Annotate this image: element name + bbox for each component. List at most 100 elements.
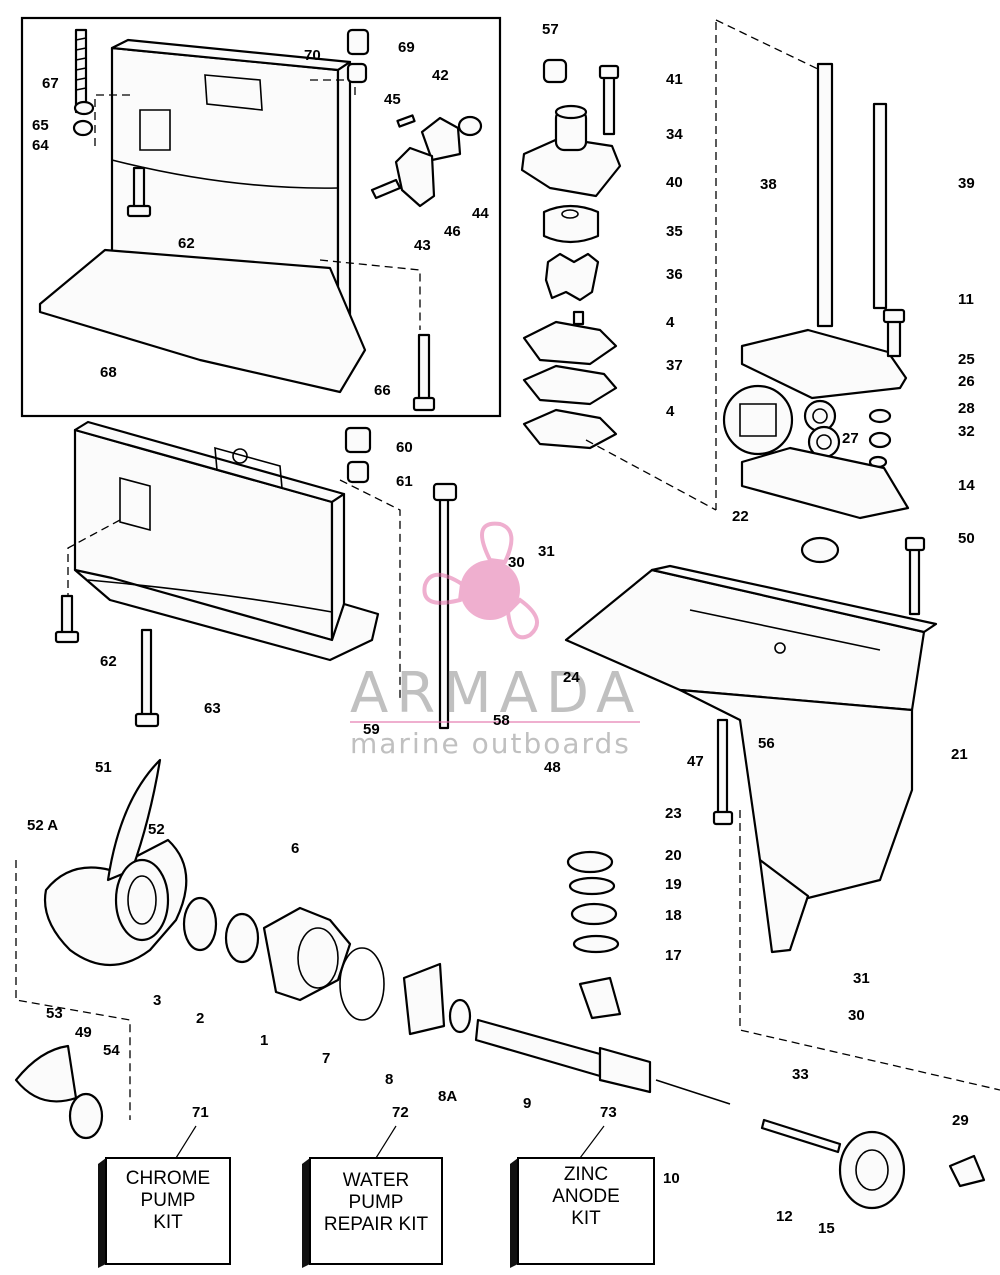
- callout-12: 12: [776, 1208, 793, 1225]
- callout-24: 24: [563, 669, 580, 686]
- watermark-logo: [460, 560, 520, 620]
- callout-3: 3: [153, 992, 161, 1009]
- callout-62: 62: [100, 653, 117, 670]
- callout-17: 17: [665, 947, 682, 964]
- callout-40: 40: [666, 174, 683, 191]
- water-pump-stack: [520, 19, 821, 511]
- inset-frame: [20, 16, 502, 418]
- callout-6: 6: [291, 840, 299, 857]
- callout-25: 25: [958, 351, 975, 368]
- callout-4: 4: [666, 403, 675, 420]
- callout-64: 64: [32, 137, 49, 154]
- callout-39: 39: [958, 175, 975, 192]
- callout-8a: 8A: [438, 1088, 457, 1105]
- callout-1: 1: [260, 1032, 268, 1049]
- callout-63: 63: [204, 700, 221, 717]
- callout-36: 36: [666, 266, 683, 283]
- callout-68: 68: [100, 364, 117, 381]
- callout-22: 22: [732, 508, 749, 525]
- callout-21: 21: [951, 746, 968, 763]
- callout-45: 45: [384, 91, 401, 108]
- callout-62: 62: [178, 235, 195, 252]
- callout-18: 18: [665, 907, 682, 924]
- kit-zinc-line2: ANODE: [552, 1186, 620, 1207]
- prop-gear-train: [14, 758, 986, 1210]
- kit-zinc-anode: ZINC ANODE KIT: [510, 1125, 655, 1268]
- callout-50: 50: [958, 530, 975, 547]
- callout-52: 52: [148, 821, 165, 838]
- watermark: ARMADA marine outboards: [350, 521, 642, 760]
- callout-71: 71: [192, 1104, 209, 1121]
- kit-chrome-line1: CHROME: [126, 1168, 210, 1189]
- callout-26: 26: [958, 373, 975, 390]
- kit-water-pump-repair: WATER PUMP REPAIR KIT: [302, 1125, 443, 1268]
- kit-water-line2: PUMP: [349, 1192, 404, 1213]
- callout-38: 38: [760, 176, 777, 193]
- callout-65: 65: [32, 117, 49, 134]
- callout-72: 72: [392, 1104, 409, 1121]
- callout-69: 69: [398, 39, 415, 56]
- callout-14: 14: [958, 477, 975, 494]
- callout-31: 31: [853, 970, 870, 987]
- callout-37: 37: [666, 357, 683, 374]
- callout-8: 8: [385, 1071, 393, 1088]
- callout-70: 70: [304, 47, 321, 64]
- callout-30: 30: [508, 554, 525, 571]
- kit-zinc-line1: ZINC: [564, 1164, 608, 1185]
- callout-54: 54: [103, 1042, 120, 1059]
- callout-4: 4: [666, 314, 675, 331]
- callout-33: 33: [792, 1066, 809, 1083]
- callout-44: 44: [472, 205, 489, 222]
- callout-66: 66: [374, 382, 391, 399]
- callout-28: 28: [958, 400, 975, 417]
- callout-56: 56: [758, 735, 775, 752]
- callout-7: 7: [322, 1050, 330, 1067]
- watermark-tagline: marine outboards: [350, 727, 631, 760]
- callout-67: 67: [42, 75, 59, 92]
- callout-49: 49: [75, 1024, 92, 1041]
- callout-30: 30: [848, 1007, 865, 1024]
- callout-15: 15: [818, 1220, 835, 1237]
- callout-41: 41: [666, 71, 683, 88]
- exhaust-housing-short: [67, 420, 401, 700]
- exhaust-housing-long: [38, 38, 421, 394]
- callout-58: 58: [493, 712, 510, 729]
- callout-35: 35: [666, 223, 683, 240]
- kit-chrome-pump: CHROME PUMP KIT: [98, 1125, 231, 1268]
- callout-34: 34: [666, 126, 683, 143]
- callout-42: 42: [432, 67, 449, 84]
- callout-57: 57: [542, 21, 559, 38]
- callout-52a: 52 A: [27, 817, 58, 834]
- callout-10: 10: [663, 1170, 680, 1187]
- callout-47: 47: [687, 753, 704, 770]
- callout-59: 59: [363, 721, 380, 738]
- callout-46: 46: [444, 223, 461, 240]
- callout-48: 48: [544, 759, 561, 776]
- callout-23: 23: [665, 805, 682, 822]
- kit-chrome-line2: PUMP: [141, 1190, 196, 1211]
- kit-water-line1: WATER: [343, 1170, 410, 1191]
- watermark-blades: [422, 521, 540, 640]
- callout-32: 32: [958, 423, 975, 440]
- callout-27: 27: [842, 430, 859, 447]
- callout-19: 19: [665, 876, 682, 893]
- callout-20: 20: [665, 847, 682, 864]
- kit-chrome-line3: KIT: [153, 1212, 183, 1233]
- kit-zinc-line3: KIT: [571, 1208, 601, 1229]
- callout-53: 53: [46, 1005, 63, 1022]
- callout-43: 43: [414, 237, 431, 254]
- watermark-brand: ARMADA: [350, 661, 642, 726]
- callout-9: 9: [523, 1095, 531, 1112]
- callout-11: 11: [958, 291, 974, 308]
- callout-31: 31: [538, 543, 555, 560]
- callout-29: 29: [952, 1112, 969, 1129]
- callout-73: 73: [600, 1104, 617, 1121]
- callout-61: 61: [396, 473, 413, 490]
- kit-water-line3: REPAIR KIT: [324, 1214, 429, 1235]
- drive-shafts: [722, 62, 910, 564]
- gearcase: [564, 536, 1000, 1091]
- callout-60: 60: [396, 439, 413, 456]
- callout-51: 51: [95, 759, 112, 776]
